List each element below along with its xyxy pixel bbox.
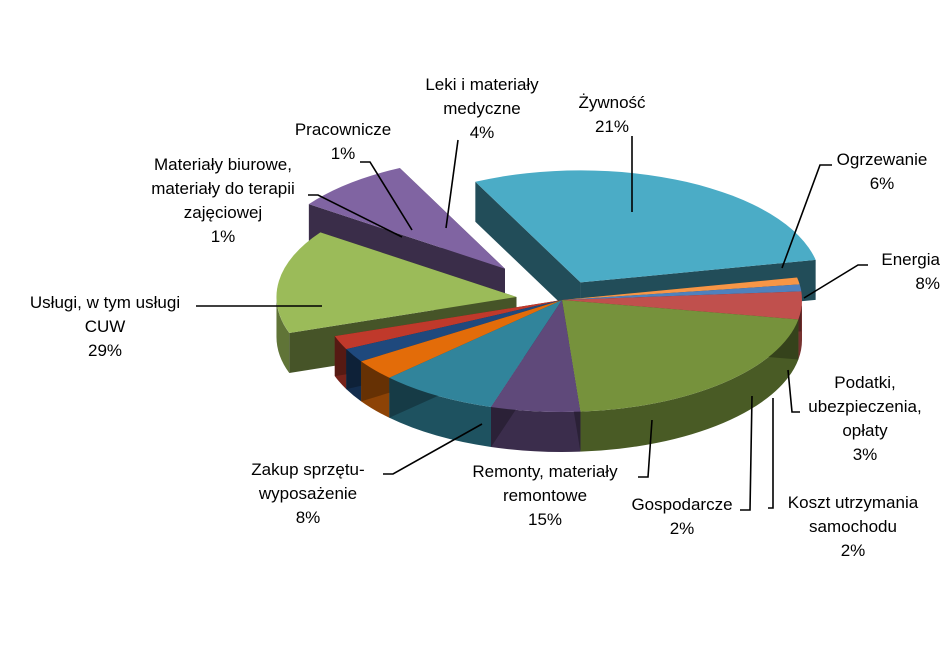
data-label-podatki-ubezpieczenia-oplaty: Podatki, ubezpieczenia, opłaty 3% (808, 373, 921, 464)
data-label-name: samochodu (809, 517, 897, 536)
data-label-name: CUW (85, 317, 126, 336)
slice-top-pracownicze (562, 284, 802, 300)
data-label-name: Energia (881, 250, 940, 269)
data-label-name: Leki i materiały (425, 75, 539, 94)
data-label-name: Ogrzewanie (837, 150, 928, 169)
data-label-name: Pracownicze (295, 120, 391, 139)
data-label-name: remontowe (503, 486, 587, 505)
data-label-value: 2% (841, 541, 866, 560)
data-label-value: 4% (470, 123, 495, 142)
data-label-value: 6% (870, 174, 895, 193)
leader-line-leki-i-materialy-medyczne (445, 139, 459, 229)
data-label-leki-i-materialy-medyczne: Leki i materiały medyczne 4% (425, 75, 539, 142)
leader-line-koszt-utrzymania-samochodu (768, 398, 774, 509)
leader-line-materialy-biurowe-materialy-do-terapii-zajeciowej (308, 194, 403, 238)
data-label-name: Zakup sprzętu- (251, 460, 364, 479)
slice-top-remonty-materialy-remontowe (276, 232, 517, 334)
leader-line-pracownicze (360, 161, 413, 231)
slice-top-gospodarcze (334, 300, 562, 350)
data-label-name: ubezpieczenia, (808, 397, 921, 416)
slice-wall-uslugi-w-tym-uslugi-cuw-0 (475, 181, 581, 323)
data-label-koszt-utrzymania-samochodu: Koszt utrzymania samochodu 2% (788, 493, 919, 560)
slice-side-zywnosc (580, 319, 799, 452)
leader-line-podatki-ubezpieczenia-oplaty (787, 369, 800, 413)
data-label-value: 1% (331, 144, 356, 163)
data-label-pracownicze: Pracownicze 1% (295, 120, 391, 163)
data-label-name: wyposażenie (258, 484, 357, 503)
leader-line-gospodarcze (740, 395, 753, 511)
data-label-value: 1% (211, 227, 236, 246)
data-label-value: 15% (528, 510, 562, 529)
slice-top-koszt-utrzymania-samochodu (346, 300, 562, 362)
data-label-value: 8% (915, 274, 940, 293)
slice-top-uslugi-w-tym-uslugi-cuw (475, 170, 816, 283)
slice-side-ogrzewanie (491, 406, 581, 452)
leader-line-energia (803, 264, 868, 299)
data-label-name: Podatki, (834, 373, 895, 392)
data-label-zywnosc: Żywność 21% (578, 93, 646, 136)
data-label-name: opłaty (842, 421, 888, 440)
data-label-name: Usługi, w tym usługi (30, 293, 180, 312)
data-label-name: materiały do terapii (151, 179, 295, 198)
data-label-value: 2% (670, 519, 695, 538)
data-label-gospodarcze: Gospodarcze 2% (631, 495, 732, 538)
data-label-remonty-materialy-remontowe: Remonty, materiały remontowe 15% (472, 462, 618, 529)
data-label-name: Materiały biurowe, (154, 155, 292, 174)
data-label-name: Koszt utrzymania (788, 493, 919, 512)
data-label-name: Remonty, materiały (472, 462, 618, 481)
slice-top-materialy-biurowe-materialy-do-terapii-zajeciowej (562, 277, 800, 300)
slice-top-zywnosc (562, 300, 799, 412)
data-label-value: 29% (88, 341, 122, 360)
slice-top-leki-i-materialy-medyczne (562, 291, 802, 320)
data-label-value: 21% (595, 117, 629, 136)
slice-top-ogrzewanie (491, 300, 581, 412)
leader-line-remonty-materialy-remontowe (638, 419, 653, 478)
leader-line-ogrzewanie (781, 164, 832, 269)
data-label-ogrzewanie: Ogrzewanie 6% (837, 150, 928, 193)
leader-line-zakup-sprzetu-wyposazenie (383, 423, 483, 475)
data-label-name: Żywność (578, 93, 646, 112)
data-label-value: 3% (853, 445, 878, 464)
data-label-zakup-sprzetu-wyposazenie: Zakup sprzętu-wyposażenie 8% (251, 460, 364, 527)
data-label-name: Gospodarcze (631, 495, 732, 514)
slice-top-podatki-ubezpieczenia-oplaty (361, 300, 562, 378)
data-label-value: 8% (296, 508, 321, 527)
data-label-materialy-biurowe-materialy-do-terapii-zajeciowej: Materiały biurowe, materiały do terapii za… (151, 155, 295, 246)
pie-tops (276, 168, 816, 412)
data-label-name: medyczne (443, 99, 520, 118)
slice-top-energia (389, 300, 562, 407)
data-label-energia: Energia 8% (881, 250, 940, 293)
slice-top-zakup-sprzetu-wyposazenie (308, 168, 505, 269)
data-labels: Żywność 21% Ogrzewanie 6% Energia 8% Podatki, u… (30, 75, 941, 560)
data-label-name: zajęciowej (184, 203, 262, 222)
slice-side-remonty-materialy-remontowe (276, 296, 290, 374)
